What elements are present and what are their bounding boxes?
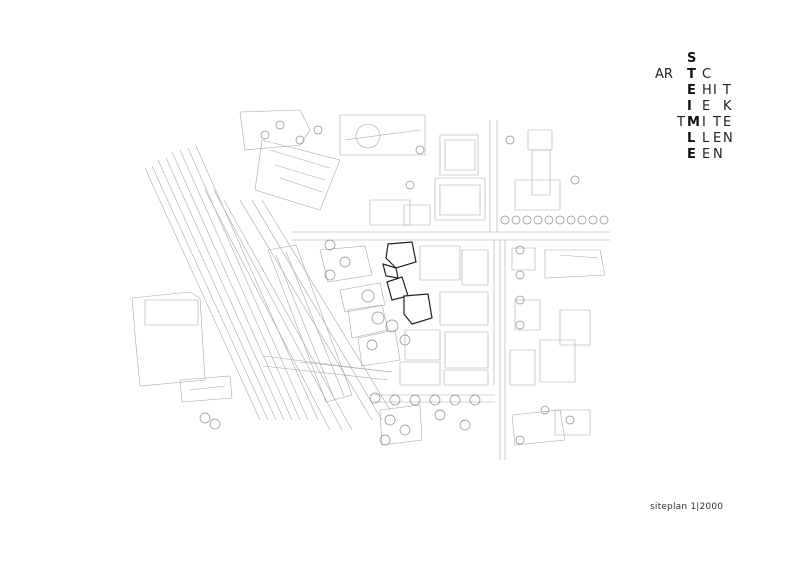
logo-c: C bbox=[702, 67, 712, 82]
logo-h: H bbox=[702, 83, 712, 98]
logo-ar: AR bbox=[655, 67, 673, 82]
logo-e4: E bbox=[713, 131, 722, 146]
logo-i1: I bbox=[713, 83, 717, 98]
logo-e: E bbox=[687, 83, 696, 98]
logo-s: S bbox=[687, 51, 697, 66]
logo-k: K bbox=[723, 99, 732, 114]
logo-l2: L bbox=[702, 131, 710, 146]
logo-i: I bbox=[687, 99, 692, 114]
logo-e1: E bbox=[702, 99, 711, 114]
logo-t-left: T bbox=[677, 115, 685, 130]
logo-n1: N bbox=[713, 147, 723, 162]
logo-l: L bbox=[687, 131, 696, 146]
logo-e2: E bbox=[687, 147, 696, 162]
logo-e3: E bbox=[702, 147, 711, 162]
logo-t1: T bbox=[723, 83, 731, 98]
west-building bbox=[131, 291, 206, 387]
logo-t2: T bbox=[713, 115, 721, 130]
project-buildings bbox=[382, 241, 433, 325]
railway-tracks bbox=[144, 145, 391, 431]
scale-caption: siteplan 1|2000 bbox=[650, 502, 724, 512]
logo-m: M bbox=[687, 115, 700, 130]
logo-t: T bbox=[687, 67, 696, 82]
logo-i2: I bbox=[702, 115, 706, 130]
platform bbox=[267, 244, 353, 403]
main-street bbox=[292, 231, 610, 241]
logo-n2: N bbox=[723, 131, 733, 146]
logo-e2b: E bbox=[723, 115, 732, 130]
architect-logo: AR S T E I M L E C H I T E K I T E T L E… bbox=[655, 50, 735, 162]
trees bbox=[199, 120, 609, 446]
